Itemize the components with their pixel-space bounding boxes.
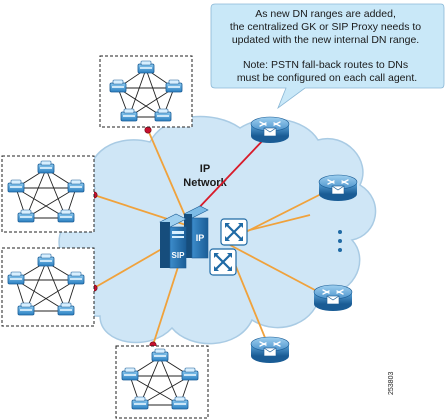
- network-label-line1: IP: [200, 163, 210, 175]
- link-top-cluster: [147, 129, 187, 219]
- figure-id: 253803: [388, 372, 395, 395]
- server-back-label: IP: [196, 233, 205, 243]
- router-icon: [250, 336, 290, 364]
- cluster-top: [99, 55, 193, 128]
- callout-text: As new DN ranges are added, the centrali…: [230, 8, 424, 84]
- link-router-right2: [229, 244, 331, 299]
- callout-line-5: Note: PSTN fall-back routes to DNs: [243, 59, 408, 71]
- more-agents-dots: [338, 230, 342, 252]
- router-icon: [318, 174, 358, 202]
- router-icon: [313, 284, 353, 312]
- link-router-top: [191, 134, 269, 216]
- callout-line-1: As new DN ranges are added,: [255, 8, 396, 20]
- callout-line-6: must be configured on each call agent.: [237, 72, 417, 84]
- callout-line-3: updated with the new internal DN range.: [232, 34, 419, 46]
- callout-bubble: As new DN ranges are added, the centrali…: [210, 3, 445, 110]
- cluster-bottom: [115, 345, 209, 419]
- router-icon: [250, 116, 290, 144]
- switch-icon: [209, 218, 248, 276]
- cluster-lower-left: [1, 247, 95, 327]
- network-label-line2: Network: [183, 177, 227, 189]
- connector-dot: [144, 126, 152, 134]
- cluster-upper-left: [1, 155, 95, 233]
- callout-line-2: the centralized GK or SIP Proxy needs to: [230, 21, 421, 33]
- sip-server-icon: IP SIP: [159, 205, 209, 269]
- server-front-label: SIP: [172, 251, 186, 260]
